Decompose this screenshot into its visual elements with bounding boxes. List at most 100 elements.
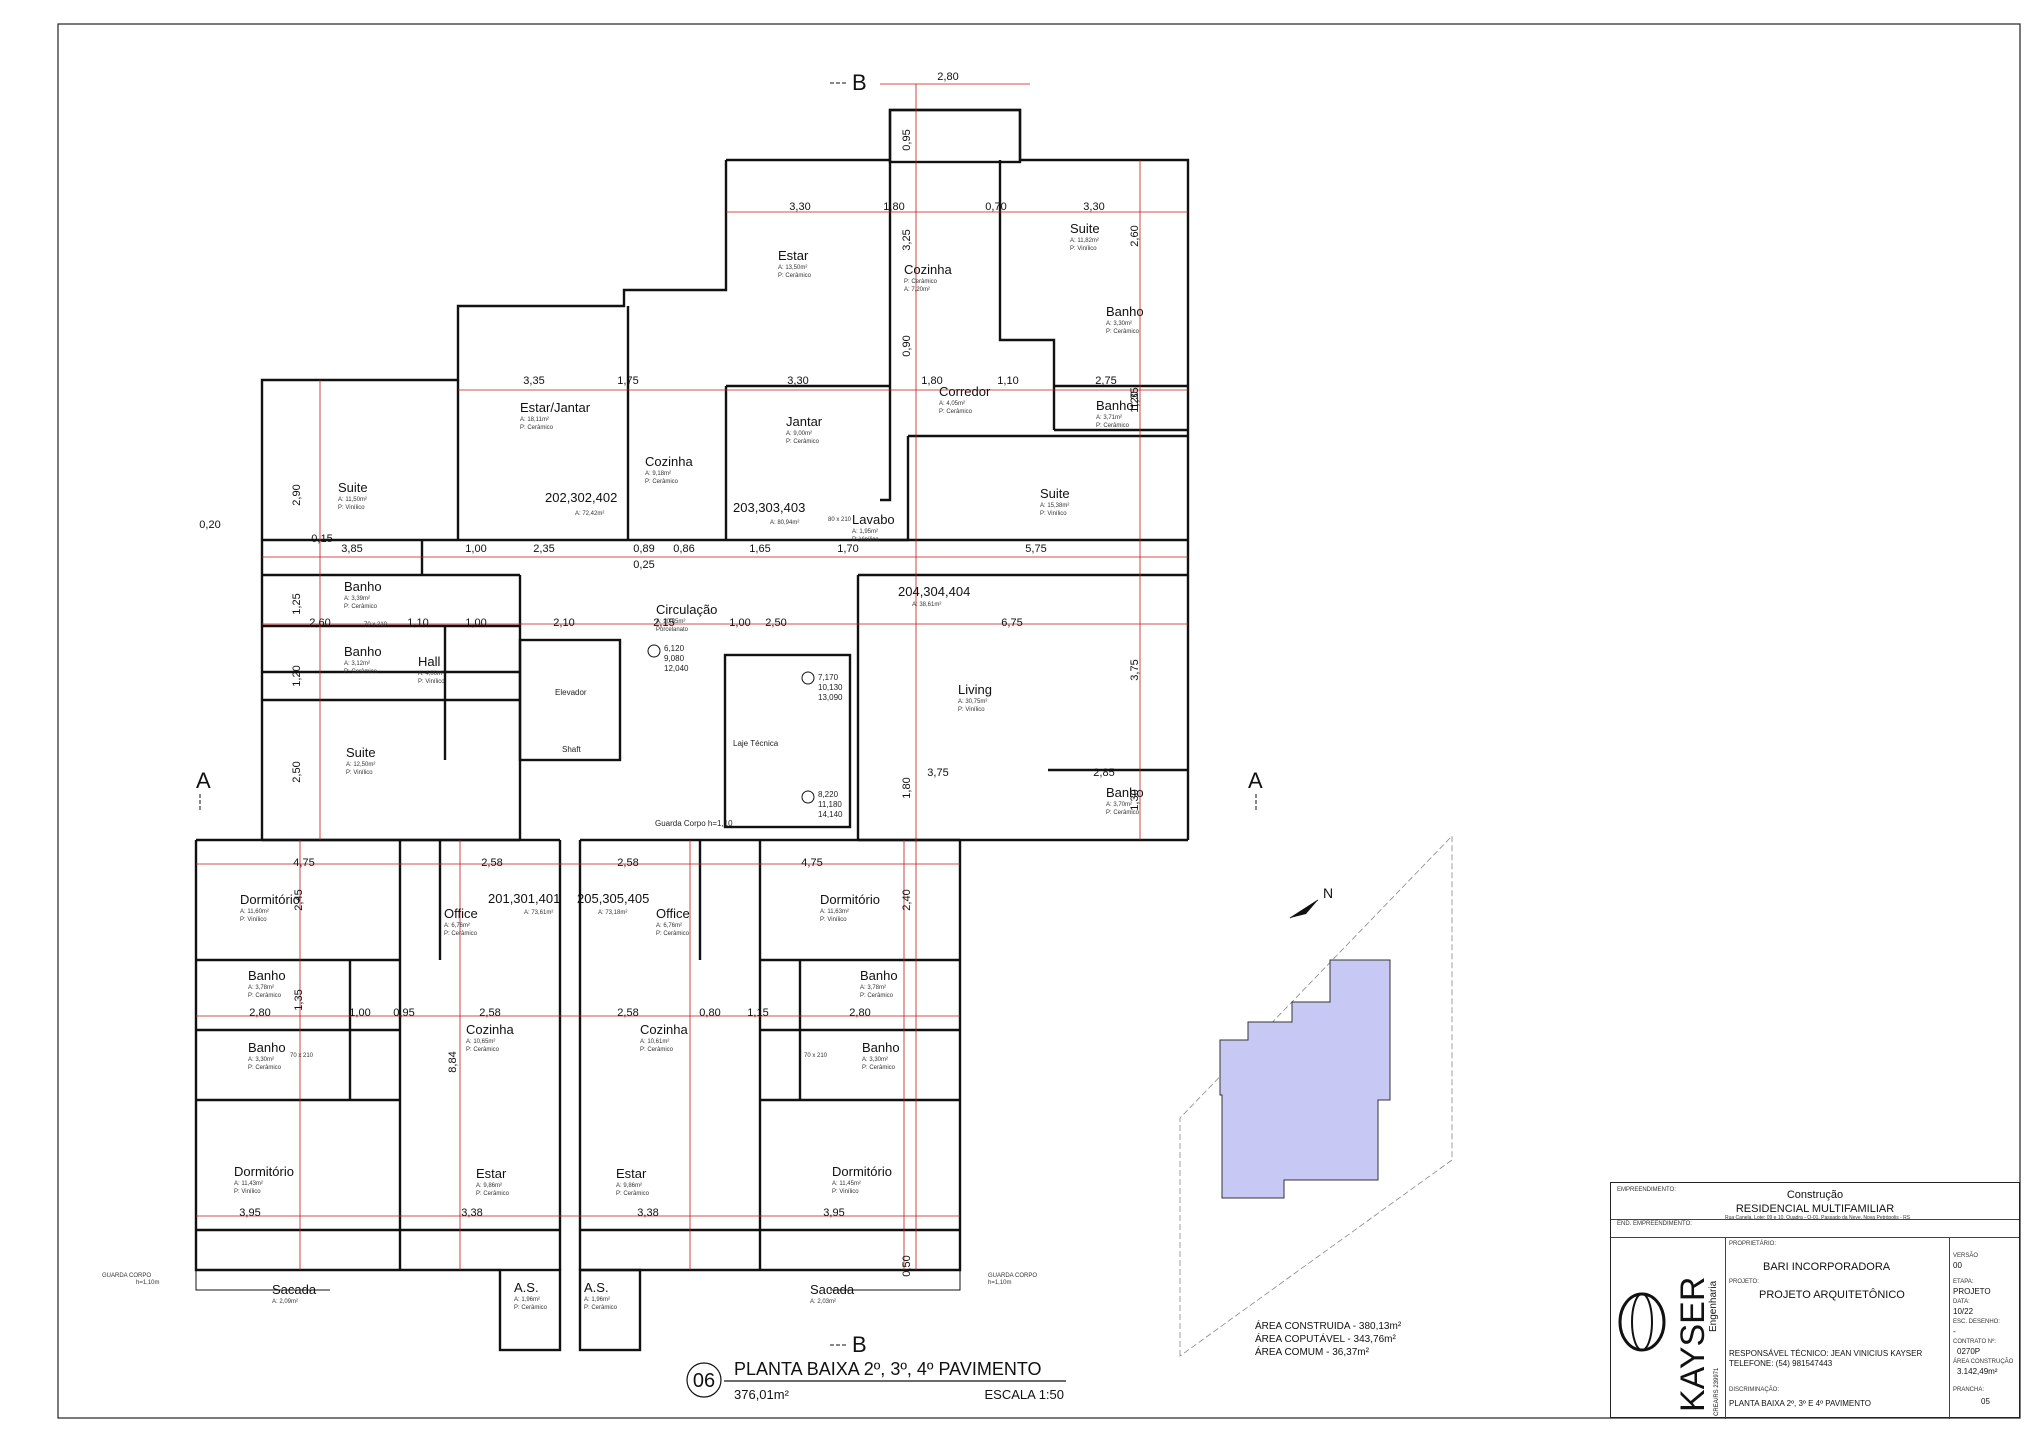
unit-area: A: 38,61m² <box>912 602 941 608</box>
room-floor: P: Cerâmico <box>344 604 378 610</box>
dimension-text: 2,58 <box>481 857 502 869</box>
title-block: EMPREENDIMENTO: Construção RESIDENCIAL M… <box>1610 1182 2020 1419</box>
area-computable: ÁREA COPUTÁVEL - 343,76m² <box>1255 1334 1396 1345</box>
unit-label: 201,301,401 <box>488 891 560 906</box>
tb-project: PROJETO ARQUITETÔNICO <box>1759 1289 1905 1301</box>
room-name: A.S. <box>514 1280 539 1295</box>
room-area: A: 30,75m² <box>958 699 987 705</box>
tb-label: END. EMPREENDIMENTO: <box>1617 1221 1692 1227</box>
dimension-text: 0,89 <box>633 543 654 555</box>
room-floor: P: Cerâmico <box>1106 329 1140 335</box>
dimension-text: 2,40 <box>901 889 913 910</box>
room-area: A: 12,50m² <box>346 762 375 768</box>
unit-label: 204,304,404 <box>898 584 970 599</box>
room-floor: P: Vinílico <box>1070 246 1097 252</box>
guard-rail-label: Guarda Corpo h=1,10 <box>655 819 733 828</box>
level-marker-icon <box>647 644 661 658</box>
room-floor: P: Vinílico <box>346 770 373 776</box>
room-name: Banho <box>1106 785 1144 800</box>
room-floor: P: Cerâmico <box>344 669 378 675</box>
room-name: Cozinha <box>466 1022 514 1037</box>
level-value: 10,130 <box>818 683 843 692</box>
dimension-text: 0,86 <box>673 543 694 555</box>
dimension-text: 3,75 <box>1129 659 1141 680</box>
room-area: A: 3,78m² <box>248 985 274 991</box>
tb-drawing: - <box>1953 1327 1956 1336</box>
room-floor: P: Cerâmico <box>476 1191 510 1197</box>
dimension-text: 1,10 <box>997 375 1018 387</box>
guard-right-label: GUARDA CORPO <box>988 1273 1037 1279</box>
room-area: A: 13,50m² <box>778 265 807 271</box>
dimension-text: 2,80 <box>249 1007 270 1019</box>
door-tag: 70 x 210 <box>364 622 388 628</box>
room-name: Banho <box>344 579 382 594</box>
room-name: Estar/Jantar <box>520 400 591 415</box>
level-value: 8,220 <box>818 790 839 799</box>
room-name: Dormitório <box>240 892 300 907</box>
room-area: A: 3,12m² <box>344 661 370 667</box>
dimension-text: 2,58 <box>617 1007 638 1019</box>
logo-wordmark: KAYSER <box>1674 1277 1712 1412</box>
guard-left-height: h=1,10m <box>136 1280 160 1286</box>
dimension-text: 8,84 <box>447 1051 459 1072</box>
dimension-text: 2,58 <box>617 857 638 869</box>
room-area: A: 3,71m² <box>1096 415 1122 421</box>
room-floor: P: Cerâmico <box>645 479 679 485</box>
tb-label: PROJETO: <box>1729 1279 1759 1285</box>
room-floor: P: Cerâmico <box>1096 423 1130 429</box>
level-marker-icon <box>801 671 815 685</box>
dimension-text: 2,90 <box>291 484 303 505</box>
tb-label: VERSÃO <box>1953 1253 1979 1259</box>
dimension-text: 3,85 <box>341 543 362 555</box>
level-value: 9,080 <box>664 654 685 663</box>
unit-label: 203,303,403 <box>733 500 805 515</box>
slab-label: Laje Técnica <box>733 739 779 748</box>
room-name: Estar <box>778 248 809 263</box>
room-area: A: 3,39m² <box>344 596 370 602</box>
guard-left-label: GUARDA CORPO <box>102 1273 151 1279</box>
dimension-text: 1,15 <box>747 1007 768 1019</box>
room-name: Banho <box>1106 304 1144 319</box>
site-diagram: N <box>1179 835 1453 1357</box>
room-floor: P: Vinílico <box>852 537 879 543</box>
room-area: A: 11,45m² <box>832 1181 861 1187</box>
dimension-text: 3,95 <box>239 1207 260 1219</box>
room-name: A.S. <box>584 1280 609 1295</box>
tb-label: EMPREENDIMENTO: <box>1617 1187 1676 1193</box>
dimension-lines <box>196 83 1188 1270</box>
room-floor: P: Cerâmico <box>786 439 820 445</box>
walls <box>194 108 1190 1352</box>
logo-subtitle: Engenharia <box>1708 1280 1719 1332</box>
room-name: Corredor <box>939 384 991 399</box>
room-name: Dormitório <box>234 1164 294 1179</box>
tb-contract: 0270P <box>1957 1347 1981 1356</box>
room-floor: P: Cerâmico <box>248 1065 282 1071</box>
tb-sheet: 05 <box>1981 1397 1990 1406</box>
room-area: A: 11,50m² <box>338 497 367 503</box>
room-area: A: 9,86m² <box>616 1183 642 1189</box>
room-floor: P: Vinílico <box>832 1189 859 1195</box>
level-value: 6,120 <box>664 644 685 653</box>
dimension-text: 1,75 <box>617 375 638 387</box>
room-name: Cozinha <box>640 1022 688 1037</box>
tb-responsible: RESPONSÁVEL TÉCNICO: JEAN VINICIUS KAYSE… <box>1729 1349 1923 1358</box>
dimension-text: 3,25 <box>901 229 913 250</box>
unit-area: A: 73,61m² <box>524 910 553 916</box>
tb-project-type: Construção <box>1786 1189 1844 1201</box>
level-value: 12,040 <box>664 664 689 673</box>
dimension-text: 0,70 <box>985 201 1006 213</box>
dimension-text: 1,20 <box>1129 391 1141 412</box>
dimension-text: 0,90 <box>901 335 913 356</box>
room-floor: P: Cerâmico <box>862 1065 896 1071</box>
room-floor: P: Cerâmico <box>778 273 812 279</box>
room-area: A: 10,61m² <box>640 1039 669 1045</box>
tb-label: ÁREA CONSTRUÇÃO <box>1953 1359 2014 1365</box>
room-area: A: 3,78m² <box>860 985 886 991</box>
room-area: A: 1,95m² <box>852 529 878 535</box>
room-name: Suite <box>338 480 368 495</box>
room-name: Suite <box>1040 486 1070 501</box>
dimension-text: 1,30 <box>1129 789 1141 810</box>
tb-project-row: EMPREENDIMENTO: Construção RESIDENCIAL M… <box>1611 1183 2019 1220</box>
dimension-text: 1,00 <box>349 1007 370 1019</box>
room-floor: P: Cerâmico <box>514 1305 548 1311</box>
